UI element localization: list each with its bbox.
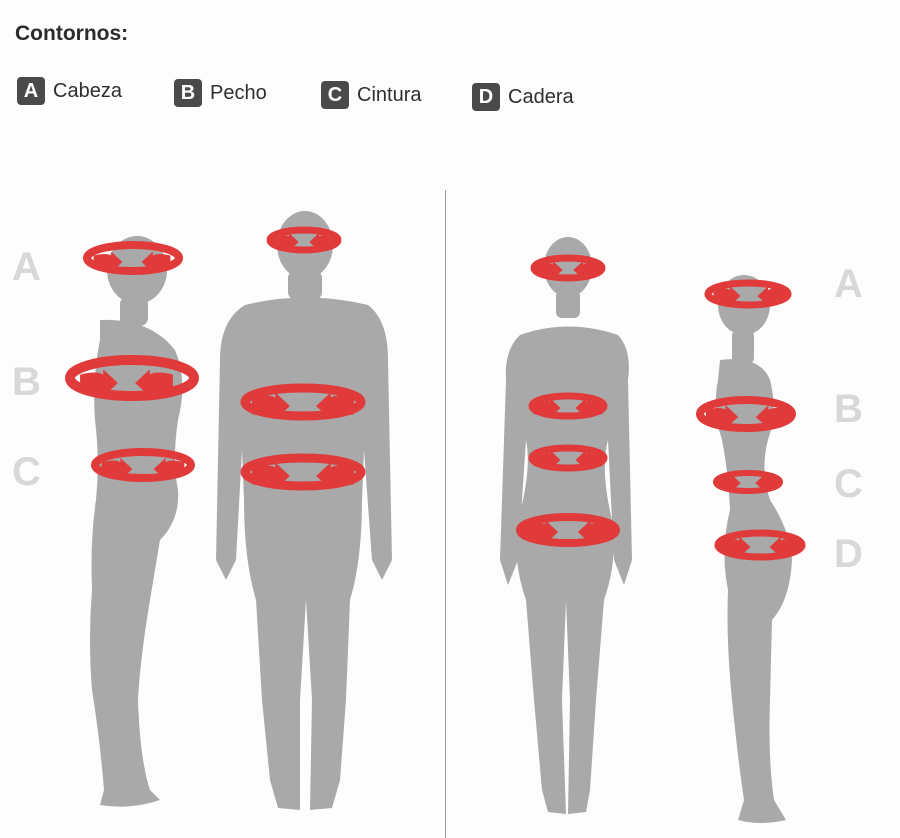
side-letter-left-a: A [12,245,41,289]
arrows-female-side [696,279,806,561]
legend-item-pecho: B Pecho [174,79,267,107]
side-letter-left-b: B [12,360,41,404]
arrows-female-front [516,254,620,547]
legend-label-cintura: Cintura [357,83,422,106]
legend-badge-d: D [472,83,500,111]
side-letter-right-d: D [834,532,863,576]
legend-label-cabeza: Cabeza [53,79,122,102]
side-letter-left-c: C [12,450,41,494]
legend-label-pecho: Pecho [210,81,267,104]
legend-badge-a: A [17,77,45,105]
legend-label-cadera: Cadera [508,85,574,108]
legend-item-cabeza: A Cabeza [17,77,122,105]
legend-item-cintura: C Cintura [321,81,421,109]
page-title: Contornos: [15,22,129,45]
male-front-figure [216,211,392,810]
male-side-figure [90,236,183,807]
arrows-male-side [65,241,199,482]
side-letter-right-b: B [834,387,863,431]
side-letter-right-a: A [834,262,863,306]
arrows-male-front [240,226,366,491]
legend-badge-c: C [321,81,349,109]
female-front-figure [500,237,632,814]
legend-badge-b: B [174,79,202,107]
legend-item-cadera: D Cadera [472,83,574,111]
side-letter-right-c: C [834,462,863,506]
divider [445,190,446,838]
